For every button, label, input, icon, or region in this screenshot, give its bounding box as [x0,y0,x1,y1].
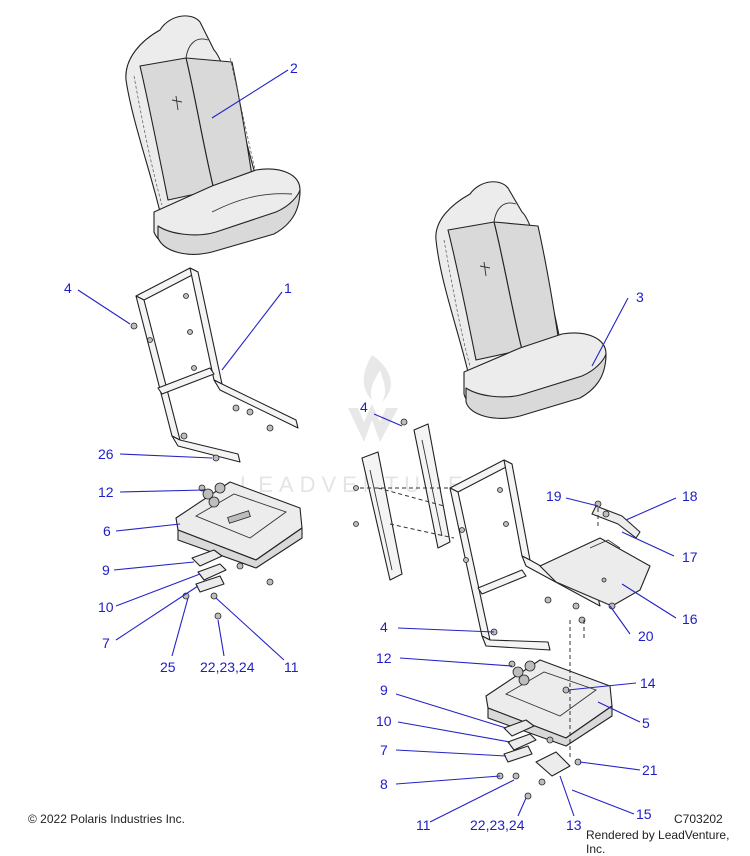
leader-lines [77,69,677,823]
seat-frame-left [130,267,299,463]
diagram-code: C703202 [674,812,723,826]
callout-5: 5 [642,715,650,731]
callout-7: 7 [102,635,110,651]
callout-9: 9 [102,562,110,578]
rendered-by-text: Rendered by LeadVenture, Inc. [586,828,730,856]
callout-11: 11 [416,817,431,833]
callout-2: 2 [290,60,298,76]
callout-18: 18 [682,488,698,504]
seat-base-right [485,659,613,747]
callout-1: 1 [284,280,292,296]
callout-4: 4 [64,280,72,296]
callout-17: 17 [682,549,698,565]
seat-bracket [539,537,651,607]
callout-4: 4 [360,399,368,415]
callout-13: 13 [566,817,582,833]
callout-10: 10 [376,713,392,729]
callout-6: 6 [103,523,111,539]
callout-19: 19 [546,488,562,504]
callout-labels: 2 1 4 26 12 6 9 10 7 25 22,23,24 11 3 4 … [64,60,698,833]
seat-right [435,181,607,419]
callout-10: 10 [98,599,114,615]
callout-4: 4 [380,619,388,635]
copyright-text: © 2022 Polaris Industries Inc. [28,812,185,826]
callout-16: 16 [682,611,698,627]
callout-22-23-24: 22,23,24 [200,659,255,675]
assembly-line-1 [377,487,445,507]
callout-26: 26 [98,446,114,462]
assembly-line-3 [389,523,455,539]
callout-22-23-24: 22,23,24 [470,817,525,833]
mounting-hardware-right [496,620,585,800]
callout-12: 12 [376,650,392,666]
callout-14: 14 [640,675,656,691]
callout-9: 9 [380,682,388,698]
callout-25: 25 [160,659,176,675]
callout-20: 20 [638,628,654,644]
callout-15: 15 [636,806,652,822]
callout-11: 11 [284,659,299,675]
callout-7: 7 [380,742,388,758]
seat-base-left [175,481,303,569]
callout-3: 3 [636,289,644,305]
callout-21: 21 [642,762,658,778]
side-rail-left [361,451,403,581]
seat-left [125,15,301,255]
callout-12: 12 [98,484,114,500]
callout-8: 8 [380,776,388,792]
